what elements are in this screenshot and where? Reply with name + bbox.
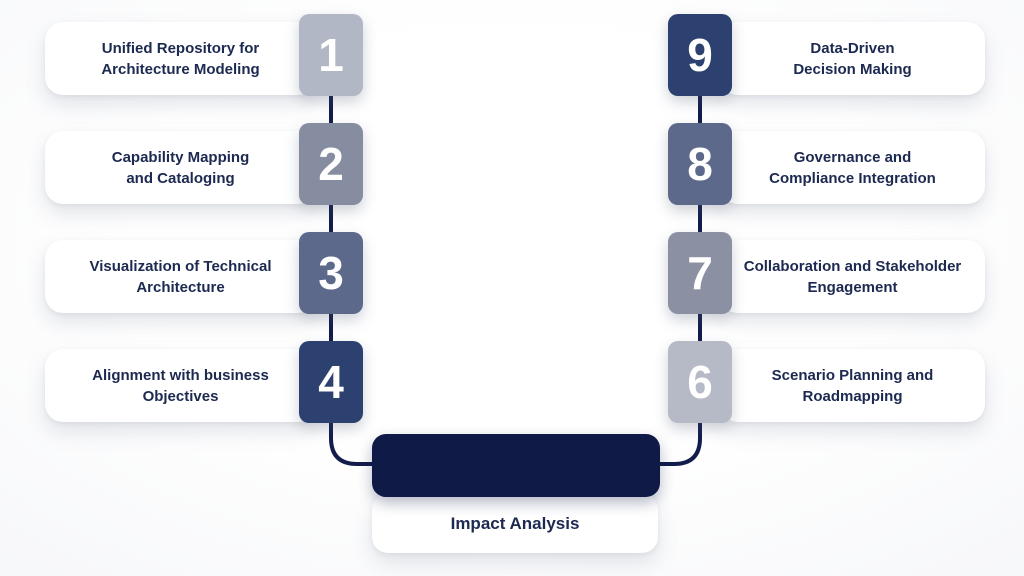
- step-number-badge-1: 1: [299, 14, 363, 96]
- step-card-4: Alignment with business Objectives: [45, 349, 316, 422]
- step-number-badge-4: 4: [299, 341, 363, 423]
- step-card-1: Unified Repository for Architecture Mode…: [45, 22, 316, 95]
- step-card-3: Visualization of Technical Architecture: [45, 240, 316, 313]
- step-number-badge-7: 7: [668, 232, 732, 314]
- step-number-badge-6: 6: [668, 341, 732, 423]
- center-highlight-bar: [372, 434, 660, 497]
- impact-analysis-label: Impact Analysis: [450, 514, 580, 533]
- right-connector-line: [652, 58, 702, 466]
- step-card-7: Collaboration and Stakeholder Engagement: [720, 240, 985, 313]
- step-card-2: Capability Mapping and Cataloging: [45, 131, 316, 204]
- step-number-badge-3: 3: [299, 232, 363, 314]
- step-card-6: Scenario Planning and Roadmapping: [720, 349, 985, 422]
- left-connector-line: [329, 58, 380, 466]
- step-number-badge-2: 2: [299, 123, 363, 205]
- step-label-3: Visualization of Technical Architecture: [89, 257, 272, 296]
- impact-analysis-card: Impact Analysis: [372, 494, 658, 553]
- step-card-9: Data-Driven Decision Making: [720, 22, 985, 95]
- step-number-badge-8: 8: [668, 123, 732, 205]
- step-label-9: Data-Driven Decision Making: [793, 39, 912, 78]
- step-label-1: Unified Repository for Architecture Mode…: [101, 39, 260, 78]
- step-label-6: Scenario Planning and Roadmapping: [771, 366, 934, 405]
- step-label-2: Capability Mapping and Cataloging: [111, 148, 250, 187]
- step-card-8: Governance and Compliance Integration: [720, 131, 985, 204]
- step-number-badge-9: 9: [668, 14, 732, 96]
- step-label-7: Collaboration and Stakeholder Engagement: [743, 257, 962, 296]
- step-label-8: Governance and Compliance Integration: [769, 148, 936, 187]
- step-label-4: Alignment with business Objectives: [92, 366, 269, 405]
